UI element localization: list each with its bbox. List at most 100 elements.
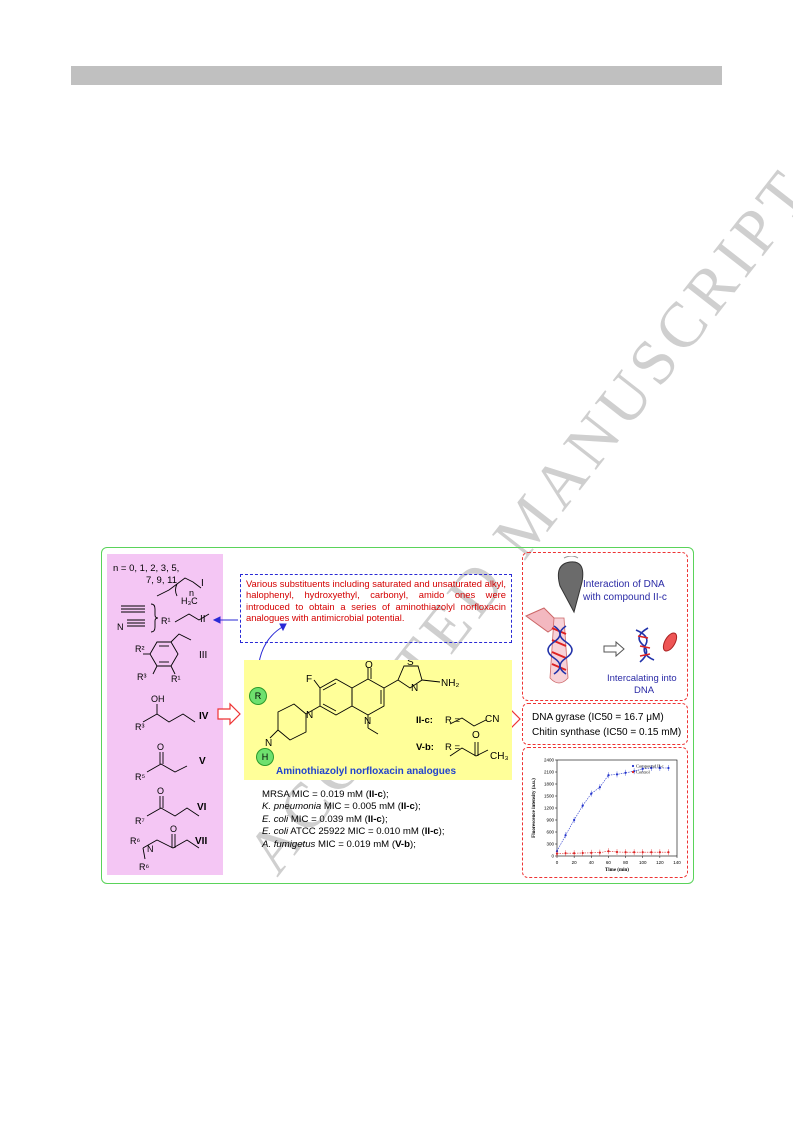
- x-tick-label: 20: [572, 860, 578, 865]
- mic-row-a-fumigetus: A. fumigetus MIC = 0.019 mM (V-b);: [262, 838, 416, 850]
- y-tick-label: 300: [546, 842, 554, 847]
- svg-text:N: N: [117, 622, 124, 632]
- data-point: [667, 766, 670, 770]
- svg-text:O: O: [157, 786, 164, 796]
- mic-row-mrsa: MRSA MIC = 0.019 mM (II-c);: [262, 789, 389, 800]
- data-point: [564, 852, 567, 855]
- legend-marker: [631, 764, 635, 768]
- svg-text:O: O: [170, 824, 177, 834]
- vb-r-eq: R =: [445, 742, 461, 753]
- class-label-vi: VI: [197, 802, 207, 813]
- svg-text:R³: R³: [137, 672, 147, 682]
- n-values-line2: 7, 9, 11: [146, 575, 177, 586]
- interaction-text-1: Interaction of DNA: [583, 579, 665, 590]
- interaction-text-2: with compound II-c: [583, 592, 667, 603]
- x-tick-label: 0: [556, 860, 559, 865]
- data-point: [641, 767, 644, 770]
- svg-text:N: N: [306, 710, 313, 721]
- data-point: [650, 851, 653, 854]
- x-axis-label: Time (min): [605, 868, 629, 873]
- svg-text:S: S: [407, 660, 414, 668]
- class-label-iii: III: [199, 650, 208, 661]
- structure-panel: [244, 660, 512, 780]
- svg-text:R¹: R¹: [171, 674, 181, 684]
- n-values-line1: n = 0, 1, 2, 3, 5,: [113, 563, 180, 574]
- enzyme-box: [522, 703, 688, 745]
- x-tick-label: 100: [639, 860, 647, 865]
- data-point: [555, 852, 559, 855]
- svg-text:CN: CN: [485, 714, 499, 725]
- y-tick-label: 1800: [544, 782, 555, 787]
- header-bar: [71, 66, 722, 85]
- x-tick-label: 80: [623, 860, 629, 865]
- chart-box: [522, 747, 688, 878]
- data-point: [598, 851, 601, 854]
- data-point: [641, 851, 644, 854]
- legend-marker: [631, 770, 635, 774]
- mic-results: MRSA MIC = 0.019 mM (II-c); K. pneumonia…: [262, 789, 445, 851]
- iic-label: II-c:: [416, 715, 433, 726]
- mic-row-e-coli-atcc: E. coli ATCC 25922 MIC = 0.010 mM (II-c)…: [262, 826, 445, 838]
- class-label-i: I: [201, 578, 204, 589]
- series-line-0: [556, 767, 669, 852]
- x-tick-label: 140: [673, 860, 681, 865]
- x-tick-label: 120: [656, 860, 664, 865]
- svg-text:OH: OH: [151, 694, 165, 704]
- svg-text:F: F: [306, 674, 312, 685]
- x-tick-label: 60: [606, 860, 612, 865]
- data-point: [607, 774, 610, 777]
- y-tick-label: 2100: [544, 770, 555, 775]
- y-tick-label: 600: [546, 830, 554, 835]
- svg-text:R¹: R¹: [161, 616, 171, 626]
- description-box: Various substituents including saturated…: [240, 574, 512, 643]
- svg-text:O: O: [157, 742, 164, 752]
- svg-text:O: O: [472, 730, 480, 741]
- svg-text:N: N: [147, 844, 154, 854]
- data-point: [615, 850, 619, 854]
- data-point: [667, 851, 670, 854]
- h-badge: H: [256, 748, 274, 766]
- data-point: [633, 851, 636, 854]
- class-label-iv: IV: [199, 711, 209, 722]
- class-label-v: V: [199, 756, 206, 767]
- dna-illustration: [525, 556, 678, 684]
- svg-text:CH₃: CH₃: [490, 751, 509, 762]
- mic-row-k-pneumonia: K. pneumonia MIC = 0.005 mM (II-c);: [262, 801, 421, 813]
- y-tick-label: 2400: [544, 758, 555, 763]
- data-point: [590, 792, 593, 795]
- legend-entry: Compound II-c: [636, 764, 664, 769]
- data-point: [615, 773, 619, 776]
- svg-text:O: O: [365, 660, 373, 671]
- gyrase-ic50: DNA gyrase (IC50 = 16.7 μM): [532, 712, 664, 723]
- iic-r-eq: R =: [445, 715, 461, 726]
- class-label-ii: II: [200, 614, 206, 625]
- svg-text:R⁵: R⁵: [135, 772, 145, 782]
- svg-text:R⁷: R⁷: [135, 816, 145, 826]
- series-line-1: [556, 850, 669, 854]
- svg-text:n: n: [189, 588, 194, 598]
- svg-text:N: N: [364, 716, 371, 727]
- y-tick-label: 1200: [544, 806, 555, 811]
- data-point: [624, 851, 627, 854]
- y-axis-label: Fluorescence intensity (a.u.): [532, 778, 537, 838]
- structure-title: Aminothiazolyl norfloxacin analogues: [276, 766, 457, 777]
- chitin-ic50: Chitin synthase (IC50 = 0.15 mM): [532, 727, 682, 738]
- data-point: [650, 766, 653, 770]
- y-tick-label: 900: [546, 818, 554, 823]
- intercalating-text-2: DNA: [634, 685, 655, 696]
- svg-text:R⁶: R⁶: [139, 862, 149, 872]
- class-label-vii: VII: [195, 836, 208, 847]
- r-badge: R: [249, 687, 267, 705]
- data-point: [581, 851, 584, 855]
- intercalating-text-1: Intercalating into: [607, 673, 677, 684]
- vb-label: V-b:: [416, 742, 434, 753]
- graphical-abstract-frame: [101, 547, 694, 884]
- data-point: [573, 852, 576, 855]
- data-point: [581, 804, 584, 807]
- svg-text:R²: R²: [135, 644, 145, 654]
- svg-text:R⁶: R⁶: [130, 836, 140, 846]
- norfloxacin-structure: F O N N N S N NH₂ CN O CH₃: [265, 660, 509, 762]
- svg-text:N: N: [411, 683, 418, 694]
